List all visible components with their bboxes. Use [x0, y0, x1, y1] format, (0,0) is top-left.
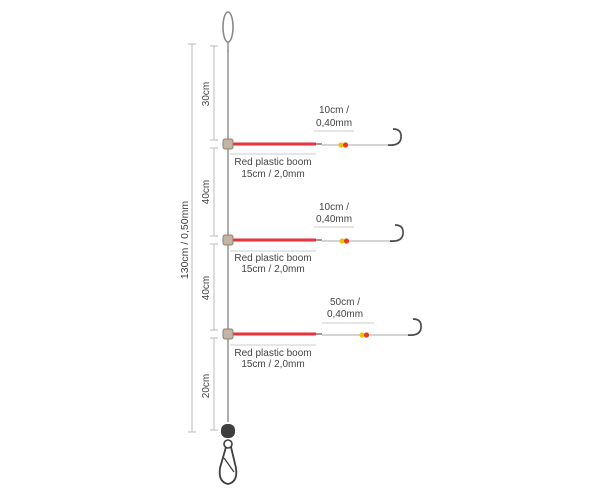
hook-icon	[389, 224, 404, 242]
boom-assembly-2: 10cm / 0,40mm Red plastic boom 15cm / 2,…	[222, 202, 404, 275]
segment-label-4: 20cm	[201, 374, 212, 398]
bead-yellow	[338, 142, 344, 148]
snap-icon	[218, 446, 238, 485]
snap-clasp	[223, 457, 235, 473]
top-loop	[222, 11, 234, 43]
boom-label-1: Red plastic boom	[234, 253, 311, 264]
hook-line-label-1: 50cm /	[330, 297, 360, 308]
boom-label-2: 15cm / 2,0mm	[241, 359, 304, 370]
boom-label-2: 15cm / 2,0mm	[241, 169, 304, 180]
hook-line-label-1: 10cm /	[319, 202, 349, 213]
hook-line-label-2: 0,40mm	[327, 309, 363, 320]
connector-sleeve	[222, 328, 234, 340]
hook-line-label-2: 0,40mm	[316, 118, 352, 129]
boom-assembly-1: 10cm / 0,40mm Red plastic boom 15cm / 2,…	[222, 105, 402, 180]
bead-red	[363, 332, 370, 338]
bead-red	[343, 238, 350, 244]
swivel-ring	[223, 439, 233, 449]
connector-sleeve	[222, 138, 234, 150]
boom-label-2: 15cm / 2,0mm	[241, 264, 304, 275]
bead-yellow	[339, 238, 345, 244]
swivel-snap	[218, 424, 238, 485]
hook-icon	[407, 318, 422, 336]
connector-sleeve	[222, 234, 234, 246]
hook-line-label-2: 0,40mm	[316, 214, 352, 225]
boom-assembly-3: 50cm / 0,40mm Red plastic boom 15cm / 2,…	[222, 297, 422, 370]
hook-icon	[387, 128, 402, 146]
boom-label-1: Red plastic boom	[234, 157, 311, 168]
hook-line-label-1: 10cm /	[319, 105, 349, 116]
segment-dimensions: 30cm 40cm 40cm 20cm	[201, 45, 218, 431]
bead-yellow	[359, 332, 365, 338]
bead-red	[342, 142, 349, 148]
segment-label-2: 40cm	[201, 180, 212, 204]
boom-label-1: Red plastic boom	[234, 348, 311, 359]
total-length-label: 130cm / 0,50mm	[179, 201, 191, 279]
swivel-icon	[221, 424, 235, 438]
segment-label-3: 40cm	[201, 276, 212, 300]
segment-label-1: 30cm	[201, 82, 212, 106]
